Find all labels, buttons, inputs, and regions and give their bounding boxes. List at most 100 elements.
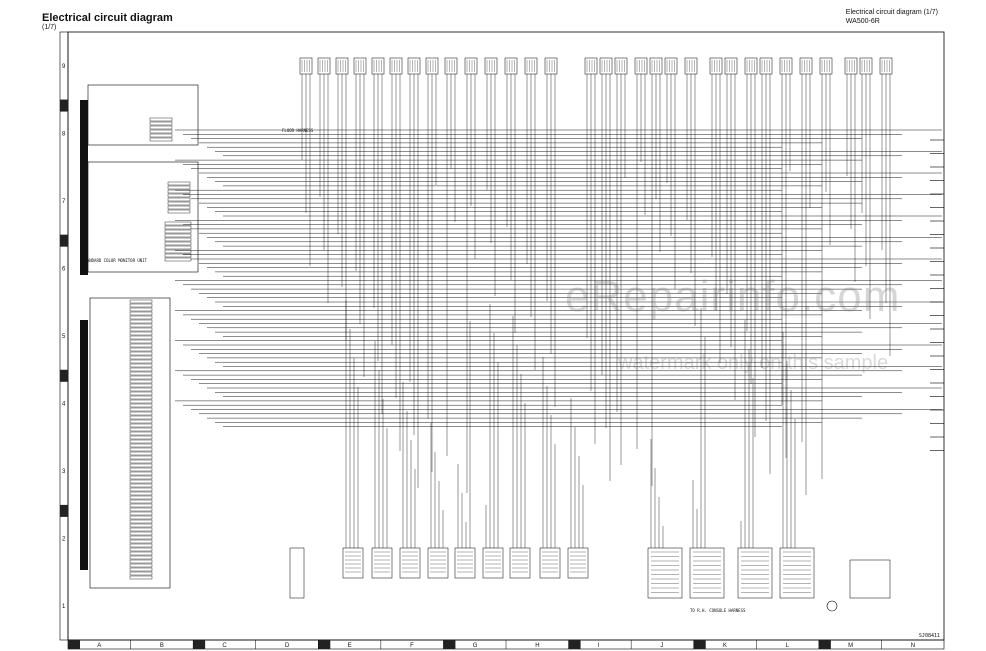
diagram-subtitle: (1/7) xyxy=(42,24,57,31)
row-tick xyxy=(60,504,68,517)
top-connector xyxy=(371,57,385,75)
row-label-6: 6 xyxy=(62,266,66,272)
row-label-5: 5 xyxy=(62,334,66,340)
column-label-m: M xyxy=(848,643,853,649)
connector-pin xyxy=(129,535,153,540)
connector-pin xyxy=(129,403,153,408)
connector-pin xyxy=(129,519,153,524)
column-tick xyxy=(193,640,206,649)
connector-pin xyxy=(129,435,153,440)
connector-pin xyxy=(129,443,153,448)
panel-side-bar xyxy=(80,100,88,275)
top-connector xyxy=(799,57,813,75)
left-panel-label: MONITOR PANEL CONTROLLER xyxy=(83,462,88,520)
diagram-title: Electrical circuit diagram xyxy=(42,12,173,24)
connector-pin xyxy=(129,319,153,324)
column-tick xyxy=(818,640,831,649)
top-connector xyxy=(335,57,349,75)
top-connector xyxy=(599,57,613,75)
row-label-8: 8 xyxy=(62,131,66,137)
top-connector xyxy=(844,57,858,75)
connector-pin xyxy=(129,347,153,352)
bottom-connector xyxy=(482,547,504,579)
connector-pin xyxy=(129,467,153,472)
connector-pin xyxy=(149,133,173,138)
connector-pin xyxy=(149,129,173,134)
standard-color-label: STANDARD COLOR MONITOR UNIT xyxy=(82,258,148,263)
column-tick xyxy=(318,640,331,649)
top-connector xyxy=(407,57,421,75)
top-connector xyxy=(709,57,723,75)
outer-border xyxy=(67,31,945,641)
column-label-c: C xyxy=(222,643,227,649)
connector-pin xyxy=(129,439,153,444)
connector-pin xyxy=(129,335,153,340)
column-label-k: K xyxy=(723,643,727,649)
floor-harness-label: FLOOR HARNESS xyxy=(282,128,314,133)
connector-pin xyxy=(129,507,153,512)
connector-pin xyxy=(129,431,153,436)
connector-pin xyxy=(164,237,192,242)
top-connector xyxy=(779,57,793,75)
connector-pin xyxy=(129,363,153,368)
row-label-1: 1 xyxy=(62,604,66,610)
connector-pin xyxy=(129,487,153,492)
connector-pin xyxy=(164,233,192,238)
column-label-d: D xyxy=(285,643,290,649)
connector-pin xyxy=(167,181,191,186)
row-tick xyxy=(60,234,68,247)
wire-bundle xyxy=(175,74,944,548)
bottom-connector xyxy=(509,547,531,579)
watermark-subtext: watermark only on this sample xyxy=(618,352,889,374)
top-connector xyxy=(524,57,538,75)
connector-pin xyxy=(129,307,153,312)
connector-pin xyxy=(129,395,153,400)
console-connector xyxy=(689,547,725,599)
panel-side-bar xyxy=(80,320,88,570)
connector-pin xyxy=(164,253,192,258)
top-connector xyxy=(664,57,678,75)
connector-pin xyxy=(167,189,191,194)
connector-pin xyxy=(129,463,153,468)
connector-pin xyxy=(129,539,153,544)
bottom-connector xyxy=(454,547,476,579)
top-left-panel xyxy=(87,84,199,146)
top-connector xyxy=(819,57,833,75)
connector-pin xyxy=(164,229,192,234)
connector-pin xyxy=(129,327,153,332)
page-header-right: Electrical circuit diagram (1/7) WA500-6… xyxy=(846,8,938,26)
connector-pin xyxy=(129,359,153,364)
connector-pin xyxy=(129,475,153,480)
connector-pin xyxy=(129,571,153,576)
connector-pin xyxy=(129,399,153,404)
connector-pin xyxy=(129,351,153,356)
top-connector xyxy=(484,57,498,75)
connector-pin xyxy=(129,551,153,556)
console-connector xyxy=(737,547,773,599)
connector-pin xyxy=(129,411,153,416)
connector-pin xyxy=(129,495,153,500)
column-tick xyxy=(568,640,581,649)
connector-pin xyxy=(129,491,153,496)
connector-pin xyxy=(167,201,191,206)
column-tick xyxy=(443,640,456,649)
header-right-title: Electrical circuit diagram (1/7) xyxy=(845,9,938,16)
connector-pin xyxy=(129,455,153,460)
row-label-9: 9 xyxy=(62,64,66,70)
connector-pin xyxy=(129,387,153,392)
connector-pin xyxy=(129,407,153,412)
watermark-text: eRepairinfo.com xyxy=(565,272,901,321)
top-connector xyxy=(425,57,439,75)
row-tick xyxy=(60,99,68,112)
connector-pin xyxy=(129,483,153,488)
connector-pin xyxy=(129,479,153,484)
connector-pin xyxy=(129,427,153,432)
top-connector xyxy=(584,57,598,75)
connector-pin xyxy=(167,193,191,198)
bottom-connector xyxy=(539,547,561,579)
top-connector xyxy=(684,57,698,75)
connector-pin xyxy=(167,205,191,210)
top-connector xyxy=(859,57,873,75)
